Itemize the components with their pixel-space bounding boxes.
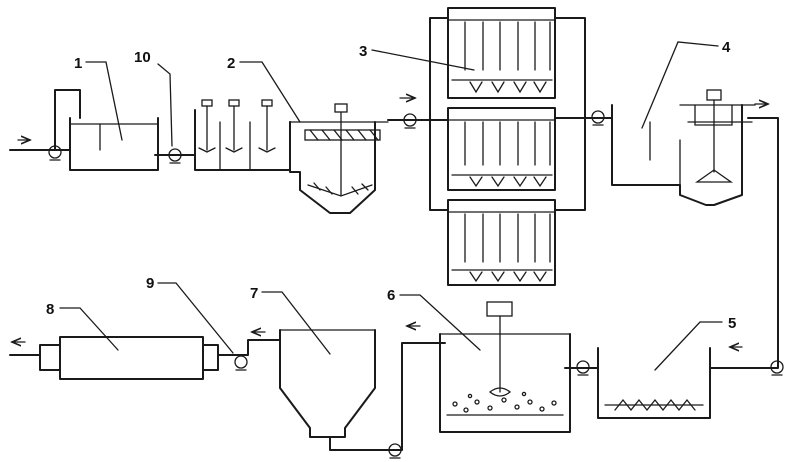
flow-arrows: [12, 98, 768, 347]
mixer-icon: [258, 99, 276, 153]
tank-5: [597, 347, 711, 419]
reactor-3-middle: [447, 107, 556, 191]
tank-1: [69, 117, 159, 171]
reactor-3-top: [447, 7, 556, 99]
pump-icon: [403, 113, 417, 129]
pump-icon: [388, 443, 402, 459]
pipe-network: [9, 17, 779, 451]
mixer-icon: [225, 99, 243, 153]
bubbles-icon: [452, 391, 557, 413]
label-7: 7: [250, 285, 258, 302]
label-4: 4: [722, 39, 731, 56]
label-2: 2: [227, 55, 235, 72]
label-5: 5: [728, 315, 736, 332]
label-3: 3: [359, 43, 367, 60]
unit-labels: 1 10 2 3 4 5 6 7 8 9: [46, 39, 736, 332]
label-6: 6: [387, 287, 395, 304]
unit-4-clarifier: [611, 89, 756, 206]
settler-7: [279, 329, 376, 438]
vessel-8: [39, 336, 219, 380]
reactor-3-bottom: [447, 199, 556, 286]
pump-icon: [770, 360, 784, 376]
tank-6: [439, 301, 571, 433]
mixer-icon: [198, 99, 216, 153]
pump-icon: [48, 145, 62, 161]
pump-icon: [591, 110, 605, 126]
label-9: 9: [146, 275, 154, 292]
unit-2-coagulation-sedimentation: [194, 99, 389, 214]
pump-icons: [48, 110, 784, 459]
label-10: 10: [134, 49, 151, 66]
label-1: 1: [74, 55, 82, 72]
pump-icon: [234, 355, 248, 371]
leader-lines: [59, 41, 723, 371]
pump-icon: [168, 148, 182, 164]
label-8: 8: [46, 301, 54, 318]
pump-icon: [576, 360, 590, 376]
